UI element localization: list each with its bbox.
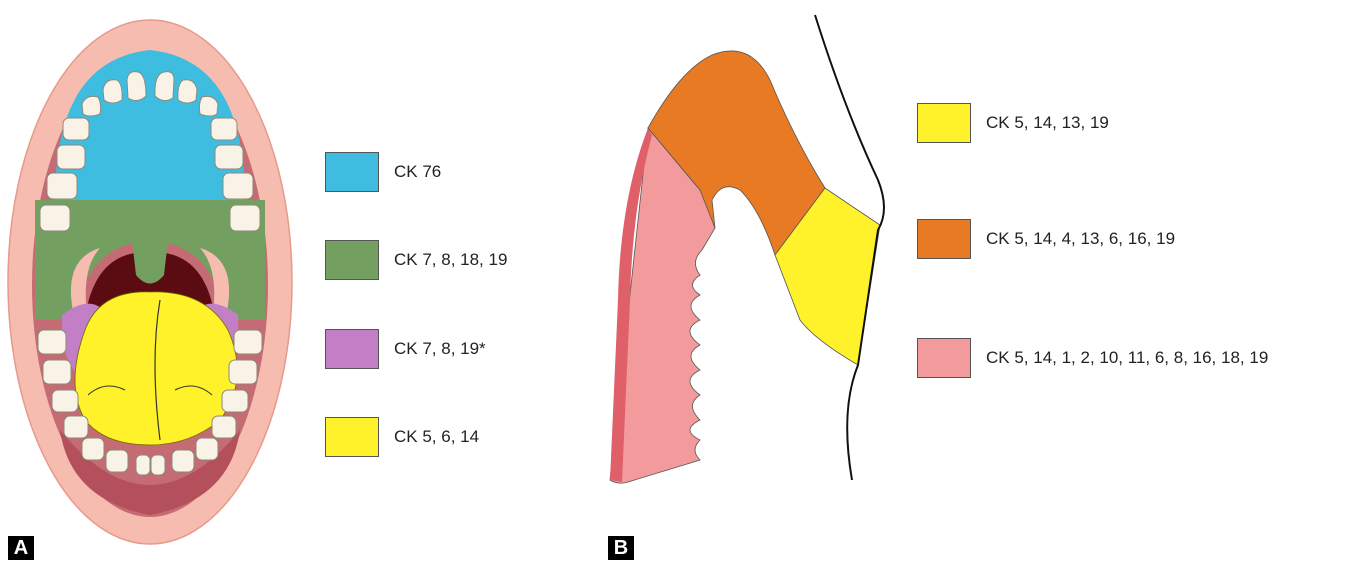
panel-a-label: A xyxy=(8,536,34,560)
legend-swatch xyxy=(325,240,379,280)
legend-label: CK 7, 8, 18, 19 xyxy=(394,250,507,270)
legend-swatch xyxy=(325,417,379,457)
legend-item-ck5-6-14: CK 5, 6, 14 xyxy=(325,417,479,457)
legend-item-ck7-8-18-19: CK 7, 8, 18, 19 xyxy=(325,240,507,280)
panel-a-mouth-diagram: CK 76 CK 7, 8, 18, 19 CK 7, 8, 19* CK 5,… xyxy=(0,0,600,561)
legend-item-ck5-14-1-2-10-11-6-8-16-18-19: CK 5, 14, 1, 2, 10, 11, 6, 8, 16, 18, 19 xyxy=(917,338,1268,378)
panel-b-gingiva-diagram xyxy=(600,0,920,500)
legend-item-ck5-14-13-19: CK 5, 14, 13, 19 xyxy=(917,103,1109,143)
legend-item-ck76: CK 76 xyxy=(325,152,441,192)
legend-item-ck5-14-4-13-6-16-19: CK 5, 14, 4, 13, 6, 16, 19 xyxy=(917,219,1175,259)
legend-label: CK 5, 6, 14 xyxy=(394,427,479,447)
legend-swatch xyxy=(917,103,971,143)
legend-label: CK 5, 14, 4, 13, 6, 16, 19 xyxy=(986,229,1175,249)
legend-swatch xyxy=(917,219,971,259)
legend-swatch xyxy=(325,329,379,369)
legend-label: CK 76 xyxy=(394,162,441,182)
mouth-illustration xyxy=(0,0,300,561)
legend-label: CK 5, 14, 1, 2, 10, 11, 6, 8, 16, 18, 19 xyxy=(986,348,1268,368)
legend-swatch xyxy=(325,152,379,192)
legend-swatch xyxy=(917,338,971,378)
legend-item-ck7-8-19: CK 7, 8, 19* xyxy=(325,329,486,369)
legend-label: CK 5, 14, 13, 19 xyxy=(986,113,1109,133)
panel-b-label: B xyxy=(608,536,634,560)
legend-label: CK 7, 8, 19* xyxy=(394,339,486,359)
